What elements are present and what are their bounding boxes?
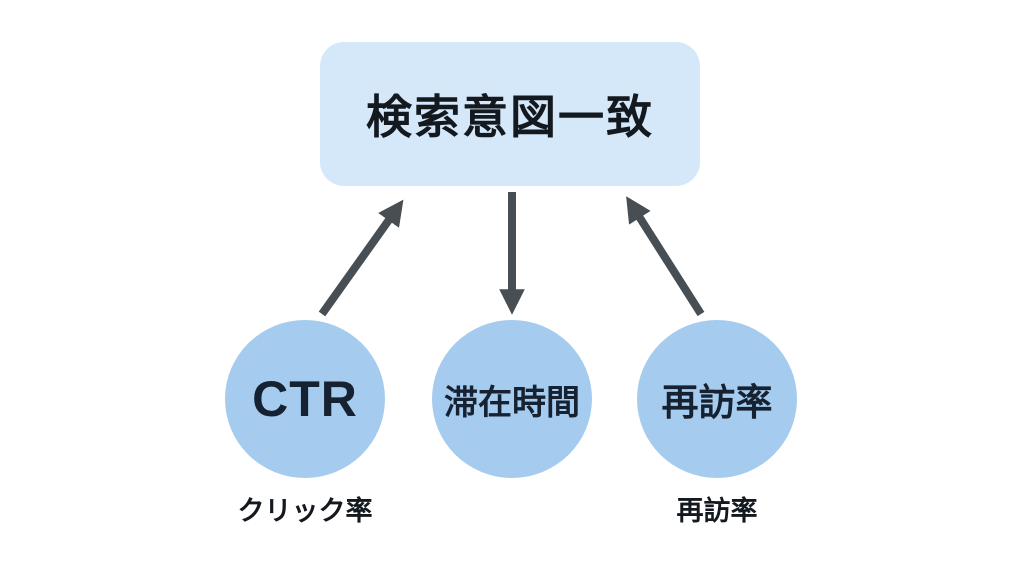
node-ctr-sublabel: クリック率 (237, 496, 373, 526)
node-intent-match: 検索意図一致 (320, 42, 700, 186)
node-dwell-time-label: 滞在時間 (444, 383, 580, 422)
node-dwell-time: 滞在時間 (432, 320, 592, 478)
arrow-ctr-to-box (318, 199, 404, 317)
node-revisit-rate: 再訪率 (637, 320, 797, 478)
arrow-revisit-to-box (626, 196, 705, 317)
node-intent-match-label: 検索意図一致 (366, 91, 654, 143)
node-ctr: CTR (225, 320, 385, 478)
node-revisit-rate-label: 再訪率 (661, 382, 773, 423)
node-revisit-rate-sublabel: 再訪率 (676, 496, 758, 526)
node-ctr-label: CTR (252, 371, 358, 427)
